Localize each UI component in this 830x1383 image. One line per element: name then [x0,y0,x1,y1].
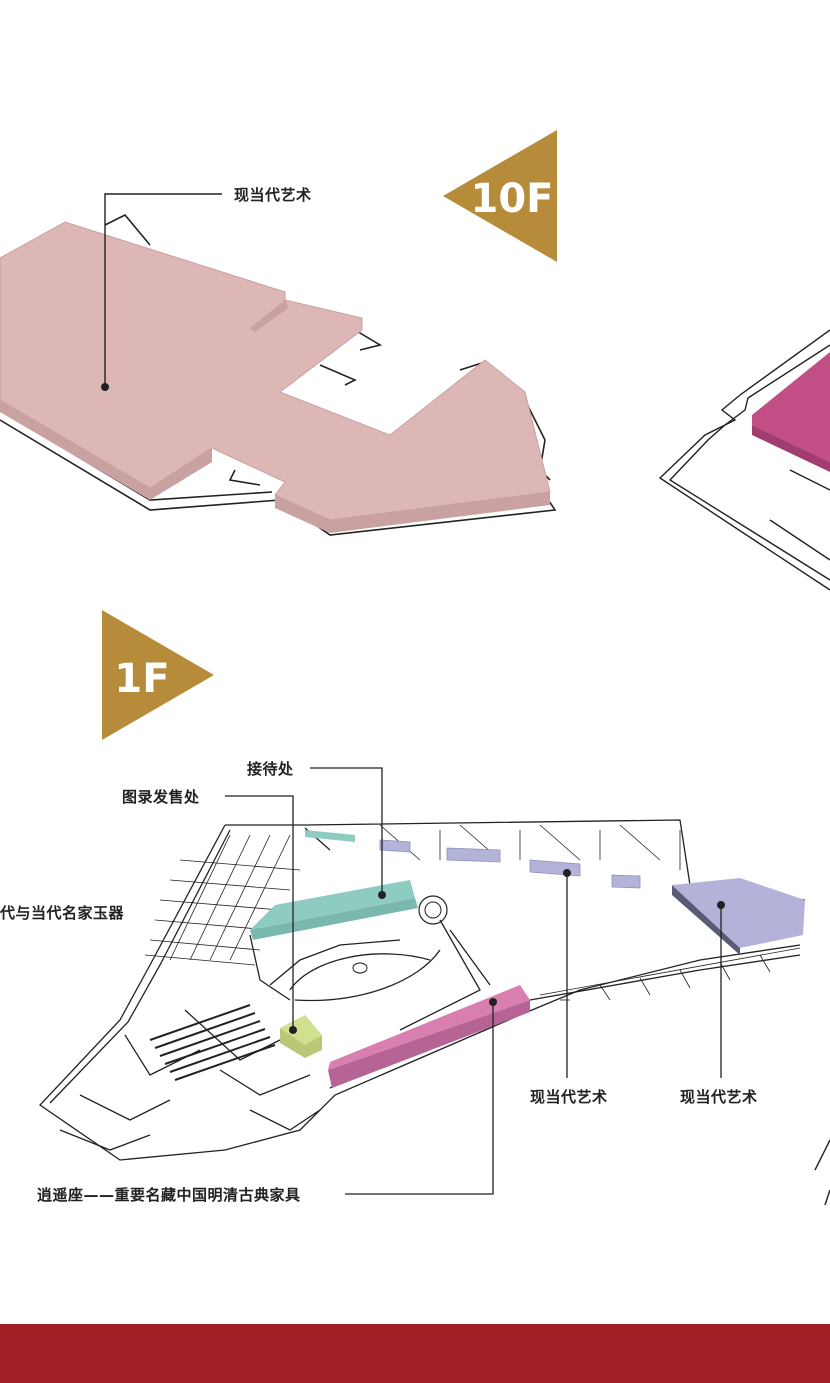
floor-10f-contemporary-art-zone [0,221,551,533]
badge-10f-text: 10F [471,176,554,222]
floor-1f-auditorium-seating [149,1004,276,1081]
leader-dot [101,383,109,391]
label-reception: 接待处 [247,760,294,778]
label-jade: 代与当代名家玉器 [0,904,125,922]
zone-jade [250,880,418,940]
label-furniture: 逍遥座——重要名藏中国明清古典家具 [37,1186,301,1204]
floor-right-magenta-side [752,425,830,472]
label-10f-contemporary-art: 现当代艺术 [234,186,312,204]
floor-right-magenta-zone [752,352,830,462]
zone-reception [305,830,355,842]
floor-1f-outline [39,819,806,1161]
zone-furniture [328,985,530,1088]
floor-10f-badge [443,130,557,262]
leader-catalog [225,795,294,1030]
floor-1f-leader-dots [289,869,725,1034]
slab-side [0,400,150,500]
rotunda-circle [418,895,448,925]
slab-top [0,221,551,521]
zone-lavender-small [379,839,641,889]
atrium-circle [352,962,368,974]
leader-10f-contemporary [104,193,222,387]
slab-side [275,492,550,533]
zone-contemporary-lavender [672,878,805,955]
badge-1f-text: 1F [114,656,169,702]
label-catalog-sales: 图录发售处 [122,788,200,806]
slab-side [150,448,212,500]
footer-bar [0,1324,830,1383]
zone-catalog-sales [280,1015,322,1058]
floor-1f-badge [102,610,214,740]
label-1f-contemporary-art-2: 现当代艺术 [680,1088,758,1106]
slab-notch [250,300,288,332]
floor-1f-leaders [225,767,722,1195]
label-1f-contemporary-art-1: 现当代艺术 [530,1088,608,1106]
leader-furniture [345,1002,494,1195]
floor-right-outline [658,329,830,1206]
rotunda-inner [424,901,442,919]
leader-reception [310,767,383,895]
